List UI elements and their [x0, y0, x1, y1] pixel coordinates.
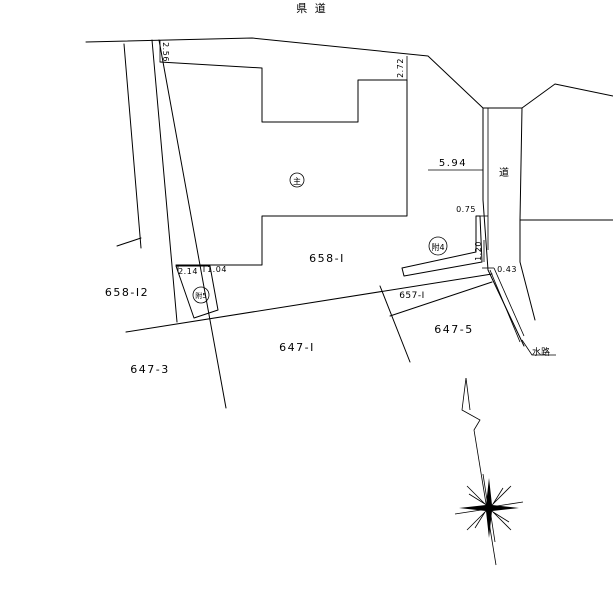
dim-2-72: 2.72: [396, 58, 405, 78]
strip-west-line: [151, 39, 178, 323]
annex5-building-outline: [175, 265, 219, 319]
left-boundary-outer: [123, 43, 142, 249]
waterway-line-2: [493, 267, 525, 337]
left-boundary-tick: [116, 237, 142, 247]
side-road-west-edge: [482, 107, 525, 347]
dim-0-75: 0.75: [456, 205, 476, 214]
dim-0-43: 0.43: [497, 265, 517, 274]
main-building-outline: [159, 61, 408, 266]
dim-1-20: 1.20: [474, 241, 483, 261]
dim-2-56: 2.56: [161, 42, 170, 62]
annex4-marker: 附4: [428, 236, 448, 256]
side-road-east-edge: [519, 107, 536, 321]
main-building-label: 主: [293, 176, 301, 186]
parcel-657-1: 657-I: [399, 291, 425, 301]
parcel-boundary-main: [125, 273, 493, 333]
dim-5-94: 5.94: [439, 158, 467, 169]
annex5-marker: 附5: [192, 286, 210, 304]
waterway-label: 水路: [532, 346, 550, 358]
annex4-label: 附4: [431, 242, 444, 252]
parcel-boundary-647-5-west: [379, 285, 411, 363]
parcel-647-1: 647-I: [279, 341, 315, 354]
north-arrow-icon: [454, 377, 524, 566]
waterway-leader: [521, 339, 556, 356]
prefectural-road-label: 県 道: [296, 1, 328, 15]
parcel-658-12: 658-I2: [105, 286, 149, 299]
annex5-label: 附5: [195, 291, 206, 300]
dim-1-04: 1.04: [207, 265, 227, 274]
waterway-line-1: [489, 269, 521, 343]
parcel-boundary-657-1: [389, 281, 493, 317]
dim-2-14: 2.14: [178, 267, 198, 276]
parcel-647-3: 647-3: [130, 363, 169, 376]
strip-east-line: [158, 39, 227, 409]
main-building-marker: 主: [289, 172, 305, 188]
parcel-658-1: 658-I: [309, 252, 345, 265]
side-road-label: 道: [499, 166, 509, 179]
parcel-647-5: 647-5: [434, 323, 473, 336]
